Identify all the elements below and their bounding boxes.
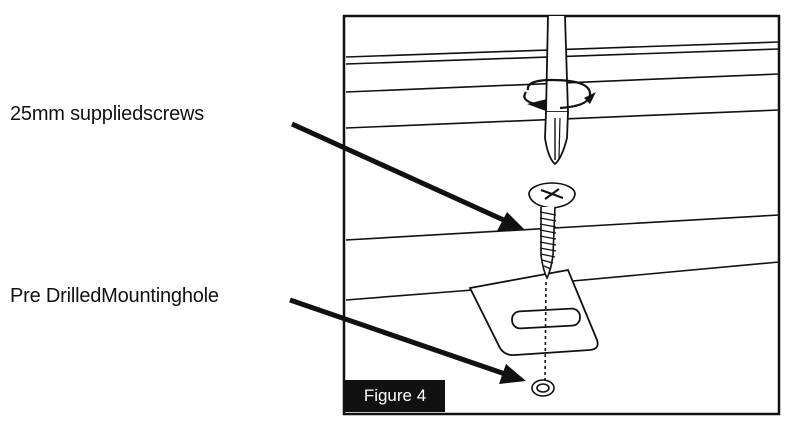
- mounting-bracket: [468, 268, 599, 357]
- screws-label: 25mm suppliedscrews: [10, 103, 205, 125]
- unit-body-lines: [345, 41, 780, 301]
- hole-leader-arrow: [289, 297, 526, 384]
- screw-threads: [539, 211, 557, 270]
- alignment-dashed-line: [544, 281, 547, 385]
- screw: [528, 182, 576, 280]
- screws-leader-arrow: [290, 121, 524, 231]
- screwdriver: [544, 15, 569, 166]
- pre-drilled-hole: [531, 379, 555, 397]
- mounting-hole-label: Pre DrilledMountinghole: [10, 285, 219, 307]
- figure-caption-badge: Figure 4: [345, 380, 445, 412]
- rotation-arrow-icon: [523, 78, 596, 111]
